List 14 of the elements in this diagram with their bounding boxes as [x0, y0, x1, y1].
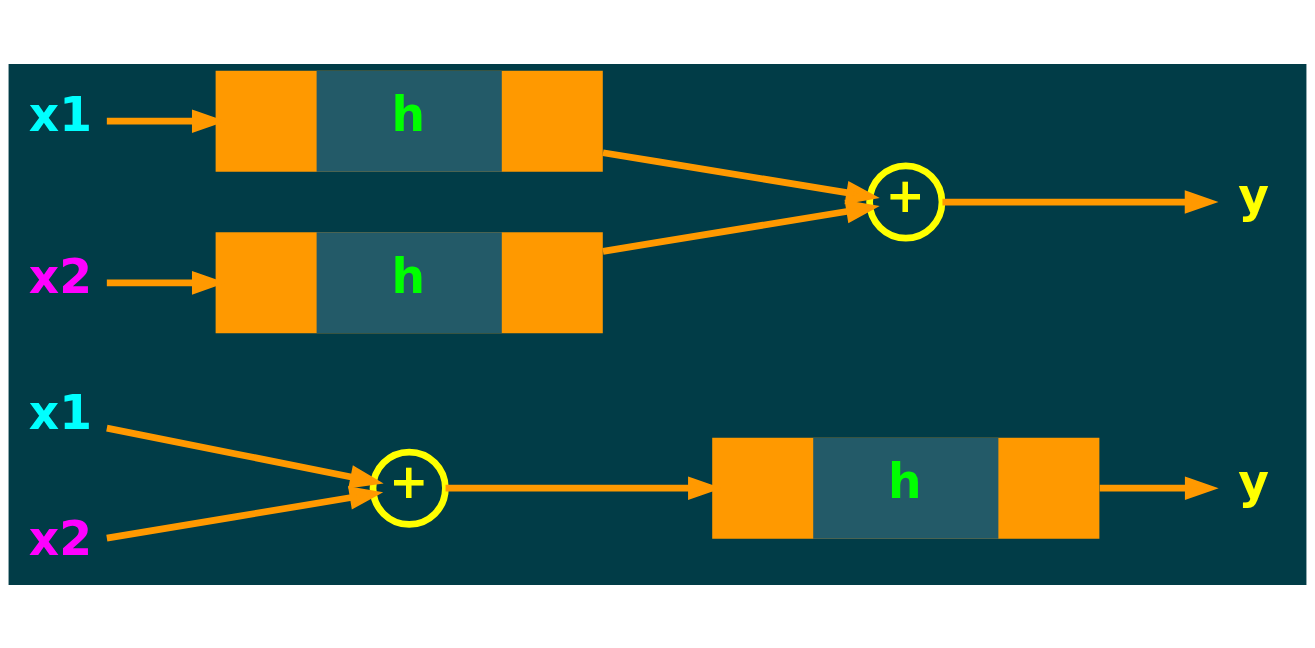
arrow — [106, 485, 384, 541]
node-text: x2 — [28, 510, 92, 566]
arrow — [1099, 475, 1219, 500]
arrow — [602, 148, 880, 204]
arrow — [942, 189, 1219, 214]
node-text: x2 — [28, 248, 92, 304]
node-text: x1 — [28, 384, 92, 440]
node-circle: + — [369, 448, 449, 528]
node-text: x1 — [28, 86, 92, 142]
arrow — [106, 424, 384, 488]
node-text: y — [1238, 167, 1269, 223]
node-text: y — [1238, 453, 1269, 509]
arrow — [602, 199, 880, 255]
node-circle: + — [866, 161, 946, 242]
